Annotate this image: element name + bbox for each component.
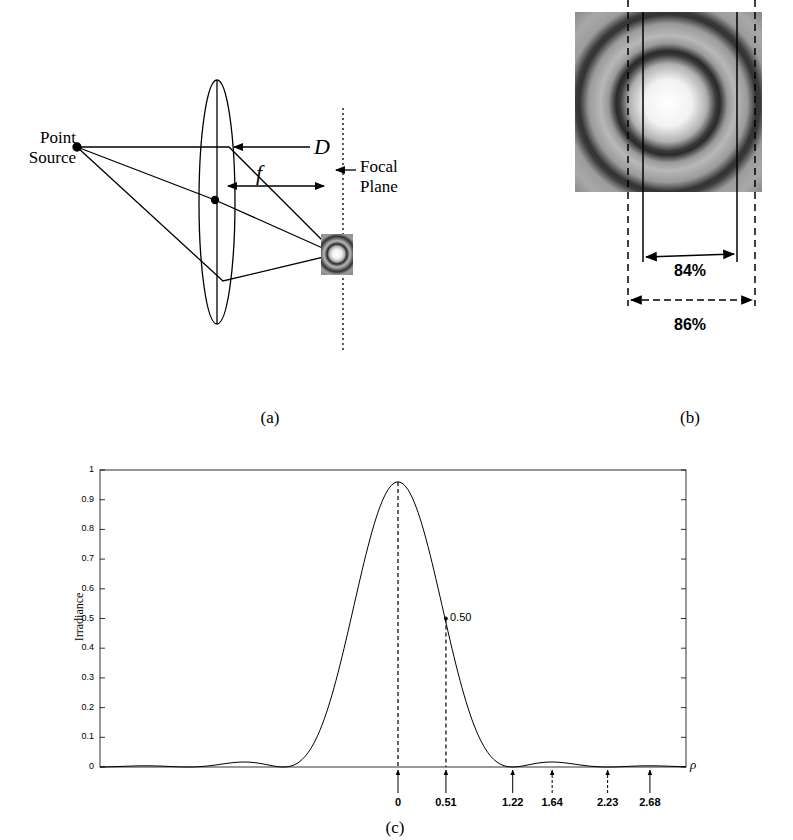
width-arrow	[631, 299, 752, 301]
width-arrow	[646, 254, 734, 257]
encircled-energy-line	[642, 12, 644, 262]
tick	[100, 499, 105, 500]
x-tick-label: 1.64	[532, 796, 572, 809]
tick	[681, 648, 686, 649]
tick	[681, 499, 686, 500]
value-label: 0.50	[450, 611, 490, 624]
axis-title: Irradiance	[73, 577, 87, 657]
y-tick-label: 1	[60, 464, 94, 474]
focal-length-label: f	[256, 160, 276, 185]
ray	[77, 147, 336, 281]
y-tick-label: 0.2	[60, 702, 94, 712]
plot-frame	[100, 470, 686, 767]
panel-label: (c)	[370, 818, 420, 838]
encircled-energy-line	[736, 12, 738, 262]
y-tick-label: 0.1	[60, 731, 94, 741]
y-tick-label: 0.4	[60, 642, 94, 652]
half-max-dot	[444, 617, 447, 620]
tick	[681, 618, 686, 619]
tick-arrow	[398, 770, 399, 793]
y-tick-label: 0.8	[60, 523, 94, 533]
guide-line	[445, 619, 446, 768]
tick	[681, 737, 686, 738]
x-tick-label: 2.23	[588, 796, 628, 809]
tick	[681, 559, 686, 560]
focal-plane-label: Focal Plane	[360, 157, 430, 196]
y-tick-label: 0.7	[60, 553, 94, 563]
aperture-arrow	[234, 146, 310, 147]
x-tick-label: 1.22	[493, 796, 533, 809]
focal-plane-arrow	[336, 169, 356, 170]
ray	[77, 147, 336, 254]
x-tick-label: 0.51	[426, 796, 466, 809]
airy-curve	[100, 482, 686, 767]
tick	[100, 470, 105, 471]
lens-diagram	[73, 80, 356, 352]
tick	[100, 559, 105, 560]
panel-label: (b)	[665, 408, 715, 428]
percent-label: 86%	[660, 316, 720, 334]
tick-arrow	[607, 770, 608, 793]
encircled-energy-line	[754, 0, 756, 306]
y-tick-label: 0.3	[60, 672, 94, 682]
tick	[681, 588, 686, 589]
tick	[681, 529, 686, 530]
axis-title: ρ	[690, 758, 710, 773]
irradiance-plot	[100, 470, 686, 793]
y-tick-label: 0	[60, 761, 94, 771]
tick	[100, 529, 105, 530]
panel-label: (a)	[245, 408, 295, 428]
tick	[100, 618, 105, 619]
tick	[100, 677, 105, 678]
tick-arrow	[649, 770, 650, 793]
percent-label: 84%	[660, 262, 720, 280]
point-source-label: Point Source	[8, 128, 76, 167]
y-tick-label: 0.9	[60, 494, 94, 504]
lens	[199, 80, 235, 324]
tick-arrow	[445, 770, 446, 793]
airy-pattern-thumbnail	[321, 234, 353, 275]
airy-image	[575, 0, 762, 306]
ray	[77, 147, 336, 254]
tick	[681, 707, 686, 708]
tick	[100, 648, 105, 649]
tick	[100, 588, 105, 589]
tick	[681, 677, 686, 678]
guide-line	[397, 482, 398, 767]
airy-pattern	[575, 12, 762, 192]
focal-plane-line	[342, 108, 343, 352]
tick-arrow	[552, 770, 553, 793]
y-tick-label: 0.6	[60, 583, 94, 593]
tick	[100, 737, 105, 738]
tick-arrow	[512, 770, 513, 793]
tick	[681, 470, 686, 471]
focal-length-arrow	[228, 185, 324, 186]
x-tick-label: 2.68	[630, 796, 670, 809]
tick	[100, 707, 105, 708]
encircled-energy-line	[627, 0, 629, 306]
x-tick-label: 0	[378, 796, 418, 809]
aperture-label: D	[314, 134, 338, 159]
